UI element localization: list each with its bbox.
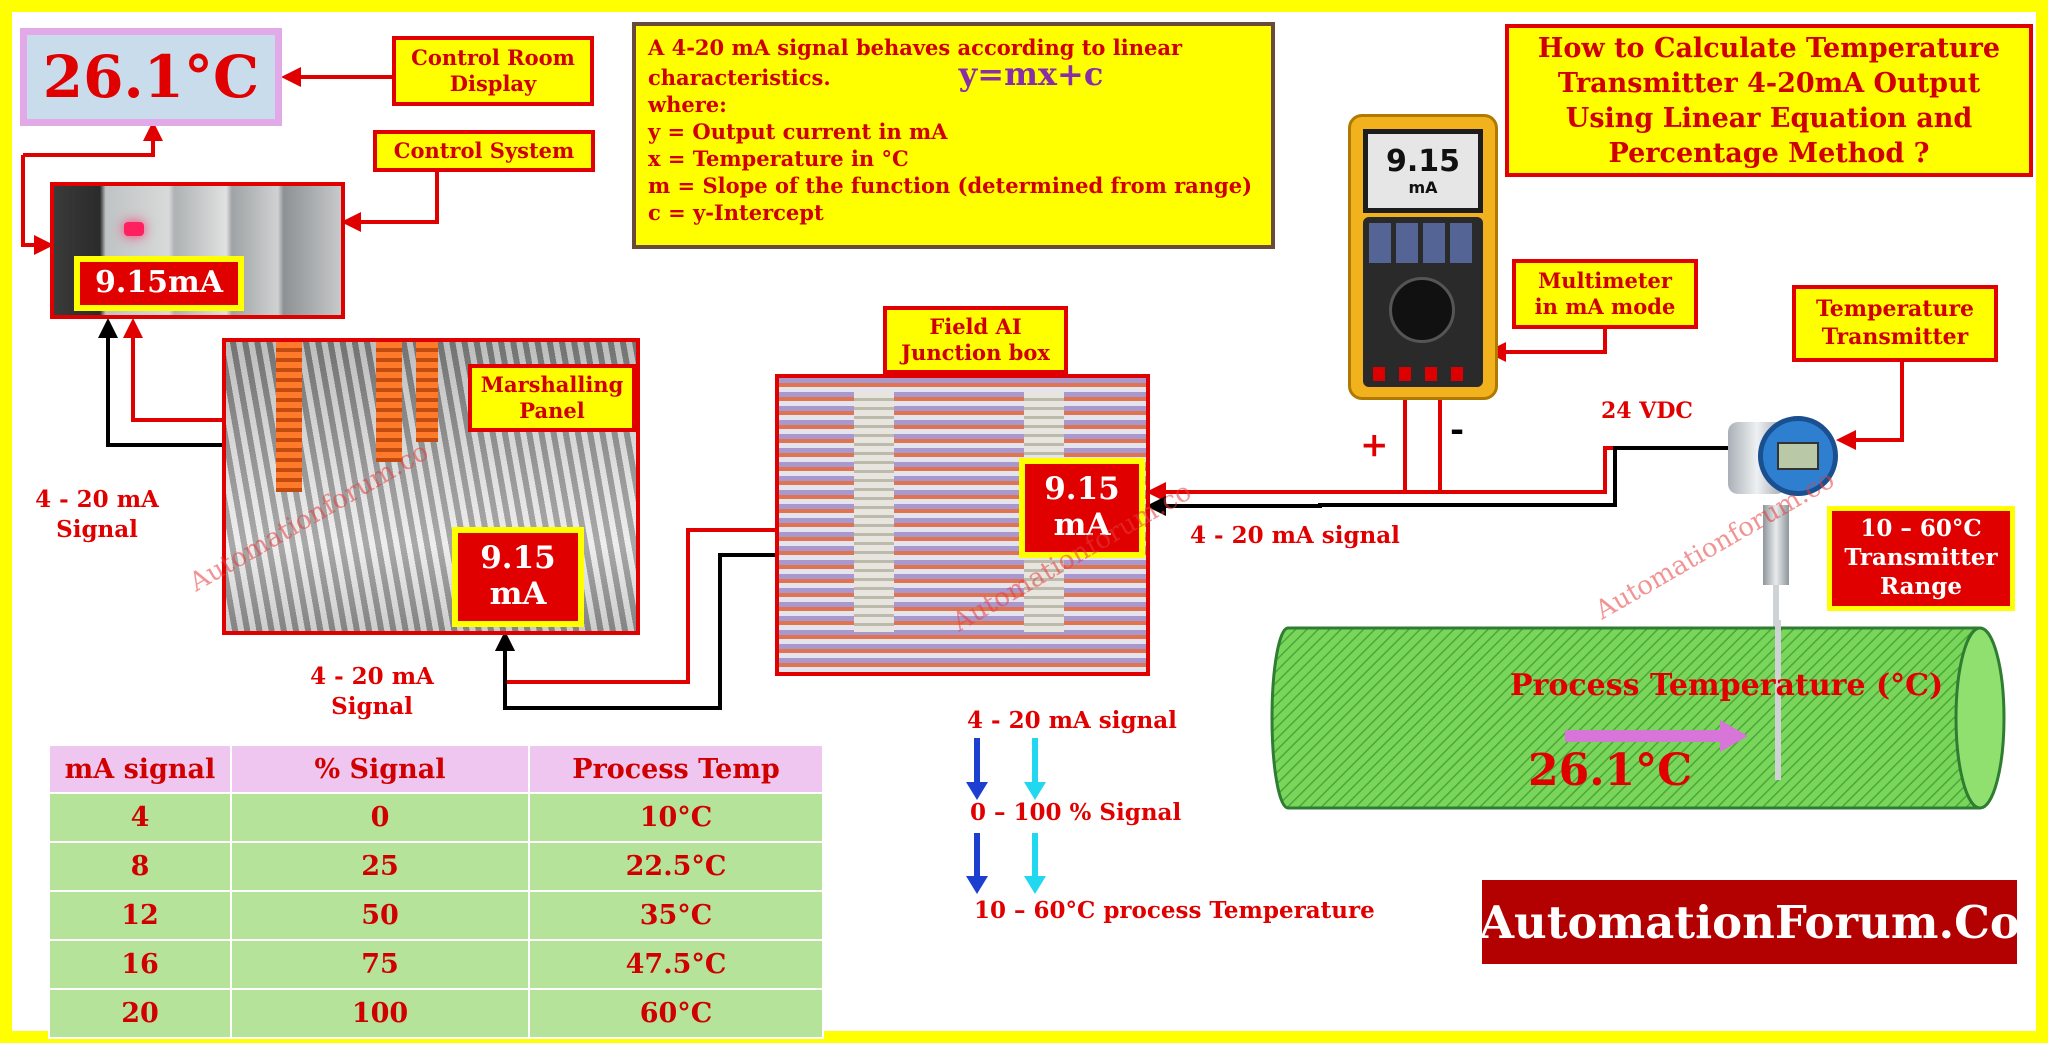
equation-def-c: c = y-Intercept: [648, 200, 824, 225]
transmitter-range: 10 – 60°C Transmitter Range: [1827, 506, 2015, 611]
control-system-cabinet: 9.15mA: [50, 182, 345, 319]
signal-label-left: 4 - 20 mA Signal: [35, 486, 159, 543]
table-cell: 75: [230, 939, 530, 990]
arrow-transmitter-label: [1836, 362, 1904, 450]
process-value: 26.1°C: [1528, 745, 1693, 796]
equation-def-y: y = Output current in mA: [648, 119, 948, 144]
junction-box-label: Field AI Junction box: [883, 306, 1068, 374]
table-row: 20 100 60°C: [48, 988, 824, 1039]
table-cell: 100: [230, 988, 530, 1039]
table-row: 4 0 10°C: [48, 792, 824, 843]
flow-step-3: 10 – 60°C process Temperature: [974, 897, 1375, 924]
multimeter: 9.15 mA: [1348, 114, 1498, 400]
equation-line1: A 4-20 mA signal behaves according to li…: [648, 35, 1183, 60]
equation-where: where:: [648, 92, 727, 117]
control-room-display-label: Control Room Display: [392, 36, 594, 106]
equation-line2: characteristics. y=mx+c: [648, 55, 1104, 93]
table-cell: 35°C: [528, 890, 824, 941]
table-cell: 8: [48, 841, 232, 892]
wire-black-field: [1146, 446, 1735, 516]
table-cell: 60°C: [528, 988, 824, 1039]
multimeter-screen: 9.15 mA: [1363, 129, 1483, 213]
multimeter-reading: 9.15: [1385, 143, 1461, 179]
equation-panel: A 4-20 mA signal behaves according to li…: [632, 22, 1275, 249]
marshalling-panel-photo: Marshalling Panel 9.15 mA: [222, 338, 640, 635]
wire-red-field: [1146, 446, 1735, 502]
table-header-row: mA signal % Signal Process Temp: [48, 744, 824, 794]
marshalling-panel-label: Marshalling Panel: [468, 364, 636, 432]
table-cell: 47.5°C: [528, 939, 824, 990]
table-cell: 12: [48, 890, 232, 941]
table-cell: 0: [230, 792, 530, 843]
control-room-display: 26.1°C: [20, 28, 282, 126]
display-value: 26.1: [42, 43, 185, 111]
process-label: Process Temperature (°C): [1510, 668, 1944, 703]
flow-step-1: 4 - 20 mA signal: [967, 707, 1177, 734]
table-cell: 20: [48, 988, 232, 1039]
supply-voltage: 24 VDC: [1601, 398, 1693, 424]
table-row: 8 25 22.5°C: [48, 841, 824, 892]
equation-def-m: m = Slope of the function (determined fr…: [648, 173, 1253, 198]
wire-black-jb-end: [495, 631, 720, 710]
table-cell: 25: [230, 841, 530, 892]
junction-box-reading: 9.15 mA: [1019, 458, 1145, 558]
table-cell: 22.5°C: [528, 841, 824, 892]
equation-formula: y=mx+c: [958, 55, 1104, 93]
table-cell: 4: [48, 792, 232, 843]
table-cell: 10°C: [528, 792, 824, 843]
transmitter-label: Temperature Transmitter: [1792, 285, 1998, 362]
multimeter-dial[interactable]: [1389, 277, 1455, 343]
junction-box-photo: 9.15 mA: [775, 374, 1150, 676]
transmitter-stem: [1763, 505, 1789, 585]
status-led: [124, 222, 144, 236]
multimeter-unit: mA: [1408, 177, 1438, 197]
conversion-table: mA signal % Signal Process Temp 4 0 10°C…: [48, 744, 824, 1039]
arrow-control-label: [341, 170, 439, 232]
arrow-to-cabinet: [21, 155, 54, 255]
flow-step-2: 0 – 100 % Signal: [970, 799, 1182, 826]
table-header-percent: % Signal: [230, 744, 530, 794]
temperature-transmitter: [1728, 410, 1840, 510]
marshalling-reading: 9.15 mA: [452, 527, 584, 627]
equation-def-x: x = Temperature in °C: [648, 146, 909, 171]
multimeter-plus: +: [1360, 425, 1389, 465]
signal-label-field: 4 - 20 mA signal: [1190, 522, 1400, 549]
brand-logo[interactable]: AutomationForum.Co: [1479, 880, 2020, 964]
signal-label-bottom: 4 - 20 mA Signal: [310, 663, 434, 720]
process-pipe: [1270, 620, 2006, 810]
control-system-label: Control System: [373, 130, 595, 172]
arrow-to-display: [23, 121, 163, 157]
multimeter-minus: -: [1450, 410, 1465, 450]
table-cell: 16: [48, 939, 232, 990]
table-row: 16 75 47.5°C: [48, 939, 824, 990]
flow-direction-arrow: [1720, 720, 1748, 752]
table-row: 12 50 35°C: [48, 890, 824, 941]
table-header-ma: mA signal: [48, 744, 232, 794]
display-unit: °C: [184, 43, 260, 111]
table-header-temp: Process Temp: [528, 744, 824, 794]
wire-black-marshalling: [98, 318, 222, 447]
table-cell: 50: [230, 890, 530, 941]
page-title: How to Calculate Temperature Transmitter…: [1505, 24, 2033, 177]
control-system-reading: 9.15mA: [74, 256, 244, 311]
multimeter-label: Multimeter in mA mode: [1512, 259, 1698, 329]
transmitter-head: [1758, 416, 1838, 496]
wire-red-marshalling: [123, 318, 222, 422]
